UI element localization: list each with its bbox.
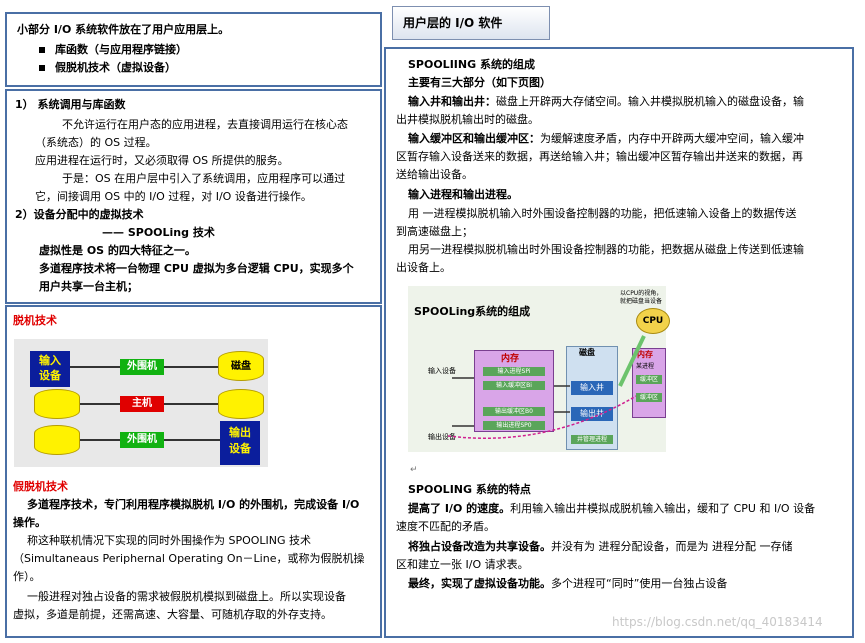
feature-1a: 提高了 I/O 的速度。利用输入输出井模拟成脱机输入输出，缓和了 CPU 和 I… xyxy=(408,502,816,515)
section1-p1a: 不允许运行在用户态的应用进程，去直接调用运行在核心态 xyxy=(62,118,348,131)
spooling-w3c: 用另一进程模拟脱机输出时外围设备控制器的功能，把数据从磁盘上传送到低速输 xyxy=(408,243,804,256)
right-buffer-1: 缓冲区 xyxy=(636,375,662,384)
peripheral-bottom: 外围机 xyxy=(120,432,164,448)
offline-p2a: 称这种联机情况下实现的同时外围操作为 SPOOLING 技术 xyxy=(27,534,312,547)
offline-p3a: 一般进程对独占设备的需求被假脱机模拟到磁盘上。所以实现设备 xyxy=(27,590,346,603)
intro-box: 小部分 I/O 系统软件放在了用户应用层上。 库函数（与应用程序链接） 假脱机技… xyxy=(5,12,382,87)
watermark: https://blog.csdn.net/qq_40183414 xyxy=(612,615,823,629)
input-device-box: 输入 设备 xyxy=(30,351,70,387)
figure-title: SPOOLing系统的组成 xyxy=(414,305,531,318)
header-tab: 用户层的 I/O 软件 xyxy=(392,6,550,40)
spooling-w3-label: 输入进程和输出进程。 xyxy=(408,188,518,201)
section1-heading2: 2）设备分配中的虚拟技术 xyxy=(15,208,144,221)
cpu-circle: CPU xyxy=(636,308,670,334)
offline-diagram: 输入 设备 外围机 磁盘 主机 外围机 输出 设备 xyxy=(14,339,268,467)
virtual-line: 虚拟性是 OS 的四大特征之一。 xyxy=(39,244,196,257)
bullet-square-icon xyxy=(39,47,45,53)
disk-right xyxy=(218,389,264,419)
intro-bullet-1: 库函数（与应用程序链接） xyxy=(39,42,187,58)
out-process: 输出进程SP0 xyxy=(483,421,545,430)
cpu-note: 以CPU的视角， 就把磁盘当设备 xyxy=(620,290,663,305)
offline-title: 脱机技术 xyxy=(13,314,57,327)
disk-left xyxy=(34,389,80,419)
memory-left: 内存 输入进程SPi 输入缓冲区Bi 输出缓冲区B0 输出进程SP0 xyxy=(474,350,554,432)
section1-p2: 应用进程在运行时，又必须取得 OS 所提供的服务。 xyxy=(35,154,289,167)
input-device-label: 输入设备 xyxy=(428,367,456,375)
spooling-w3b: 到高速磁盘上； xyxy=(396,225,473,238)
in-well: 输入井 xyxy=(571,381,613,395)
offline-p1b: 操作。 xyxy=(13,516,46,529)
feature-3: 最终，实现了虚拟设备功能。多个进程可“同时”使用一台独占设备 xyxy=(408,577,728,590)
out-well: 输出井 xyxy=(571,407,613,421)
spooling-w3d: 出设备上。 xyxy=(396,261,451,274)
disk-area: 磁盘 输入井 输出井 井管理进程 xyxy=(566,346,618,450)
intro-bullet-2: 假脱机技术（虚拟设备） xyxy=(39,60,176,76)
right-buffer-2: 缓冲区 xyxy=(636,393,662,402)
disk-bottom xyxy=(34,425,80,455)
spooling-title: SPOOLIING 系统的组成 xyxy=(408,58,535,71)
figure-arrows xyxy=(447,335,646,439)
intro-title: 小部分 I/O 系统软件放在了用户应用层上。 xyxy=(17,23,230,36)
host-box: 主机 xyxy=(120,396,164,412)
spooling-w2a: 输入缓冲区和输出缓冲区：为缓解速度矛盾，内存中开辟两大缓冲空间，输入缓冲 xyxy=(408,132,804,145)
offline-p3b: 虚拟，多道是前提，还需高速、大容量、可随机存取的外存支持。 xyxy=(13,608,332,621)
spool-title: 假脱机技术 xyxy=(13,480,68,493)
output-device-label: 输出设备 xyxy=(428,433,456,441)
syscall-box: 1） 系统调用与库函数 不允许运行在用户态的应用进程，去直接调用运行在核心态 （… xyxy=(5,89,382,304)
paragraph-mark: ↵ xyxy=(410,465,418,475)
spooling-w3a: 用 一进程模拟脱机输入时外围设备控制器的功能，把低速输入设备上的数据传送 xyxy=(408,207,797,220)
multi-line-b: 用户共享一台主机； xyxy=(39,280,138,293)
header-tab-title: 用户层的 I/O 软件 xyxy=(403,16,503,30)
feature-2b: 区和建立一张 I/O 请求表。 xyxy=(396,558,529,571)
spooling-w2c: 送给输出设备。 xyxy=(396,168,473,181)
spooling-label: —— SPOOLing 技术 xyxy=(102,226,215,239)
section1-p1b: （系统态）的 OS 过程。 xyxy=(35,136,157,149)
in-buffer: 输入缓冲区Bi xyxy=(483,381,545,390)
offline-p2b: （Simultaneaus Periphernal Operating On－L… xyxy=(13,552,365,565)
spooling-w2b: 区暂存输入设备送来的数据，再送给输入井；输出缓冲区暂存输出井送来的数据，再 xyxy=(396,150,803,163)
queue-process: 井管理进程 xyxy=(571,435,613,444)
offline-p1a: 多道程序技术，专门利用程序模拟脱机 I/O 的外围机，完成设备 I/O xyxy=(27,498,360,511)
feature-2a: 将独占设备改造为共享设备。并没有为 进程分配设备，而是为 进程分配 一存储 xyxy=(408,540,793,553)
memory-right: 内存 某进程 缓冲区 缓冲区 xyxy=(632,348,666,418)
in-process: 输入进程SPi xyxy=(483,367,545,376)
spooling-w1a: 输入井和输出井：磁盘上开辟两大存储空间。输入井模拟脱机输入的磁盘设备，输 xyxy=(408,95,804,108)
peripheral-top: 外围机 xyxy=(120,359,164,375)
offline-p2c: 作）。 xyxy=(13,570,41,583)
spooling-box: SPOOLIING 系统的组成 主要有三大部分（如下页图） 输入井和输出井：磁盘… xyxy=(384,47,854,638)
spooling-parts: 主要有三大部分（如下页图） xyxy=(408,76,551,89)
features-title: SPOOLING 系统的特点 xyxy=(408,483,531,496)
spooling-figure: SPOOLing系统的组成 以CPU的视角， 就把磁盘当设备 CPU 内存 输入… xyxy=(408,286,670,452)
spooling-w1b: 出井模拟脱机输出时的磁盘。 xyxy=(396,113,539,126)
out-buffer: 输出缓冲区B0 xyxy=(483,407,545,416)
multi-line-a: 多道程序技术将一台物理 CPU 虚拟为多台逻辑 CPU，实现多个 xyxy=(39,262,354,275)
section1-p3a: 于是：OS 在用户层中引入了系统调用，应用程序可以通过 xyxy=(62,172,346,185)
section1-p3b: 它，间接调用 OS 中的 I/O 过程，对 I/O 设备进行操作。 xyxy=(35,190,312,203)
feature-1b: 速度不匹配的矛盾。 xyxy=(396,520,495,533)
bullet-square-icon xyxy=(39,65,45,71)
output-device-box: 输出 设备 xyxy=(220,421,260,465)
section1-heading: 1） 系统调用与库函数 xyxy=(15,98,126,111)
disk-cylinder: 磁盘 xyxy=(218,351,264,381)
